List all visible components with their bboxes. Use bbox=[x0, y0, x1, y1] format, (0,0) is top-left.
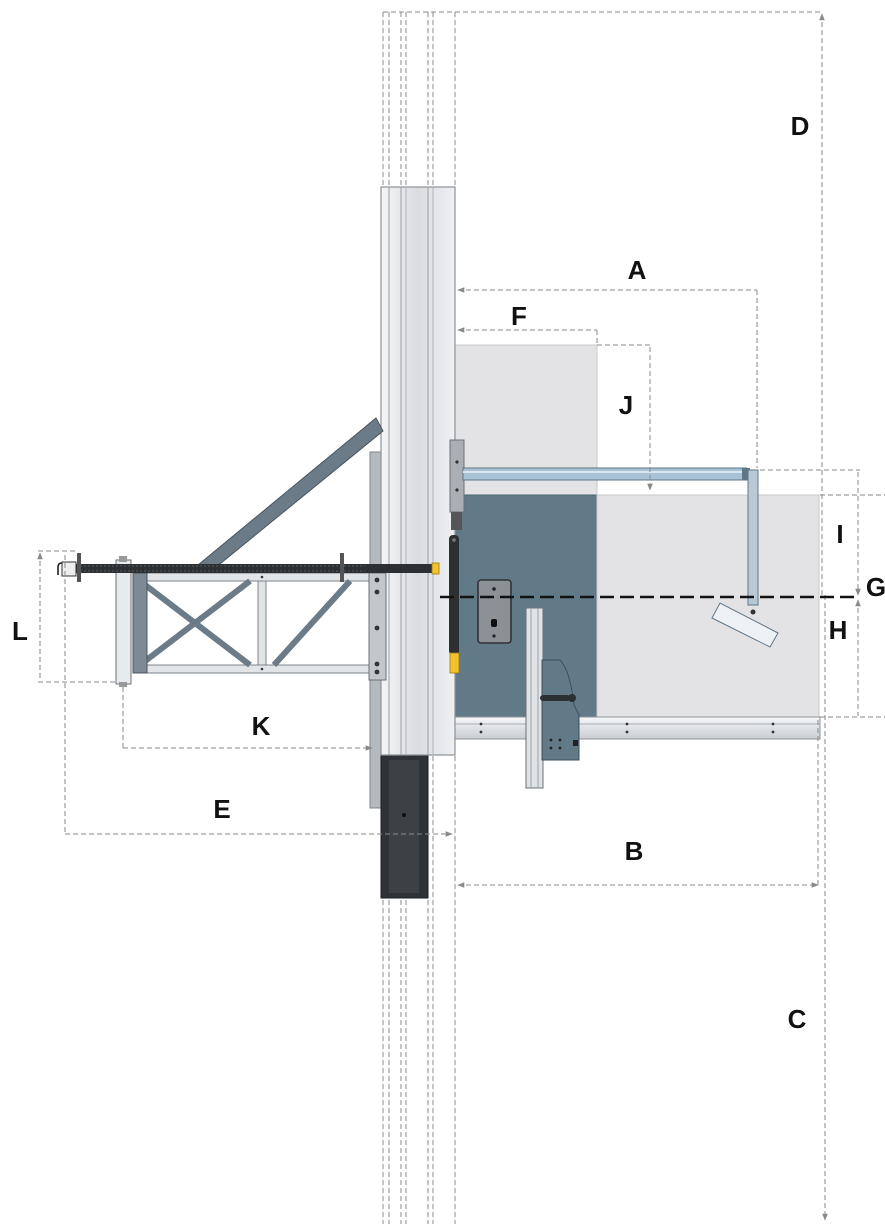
label-f: F bbox=[511, 301, 527, 331]
dimension-k bbox=[122, 687, 373, 751]
fence-beam bbox=[68, 564, 438, 573]
label-i: I bbox=[836, 519, 843, 549]
truss-end-post bbox=[115, 559, 132, 685]
label-k: K bbox=[252, 711, 271, 741]
dimension-c-d bbox=[819, 13, 828, 1221]
crosscut-arm bbox=[462, 467, 748, 481]
angle-fence-foot bbox=[711, 602, 779, 648]
fence-bar bbox=[454, 716, 821, 740]
dimension-a bbox=[457, 287, 758, 468]
dimension-f bbox=[457, 327, 598, 345]
label-b: B bbox=[625, 836, 644, 866]
dimension-i-h bbox=[760, 469, 885, 718]
angle-fence-arm bbox=[747, 469, 759, 606]
label-h: H bbox=[829, 615, 848, 645]
label-c: C bbox=[788, 1004, 807, 1034]
label-d: D bbox=[791, 111, 810, 141]
clamp-rod bbox=[449, 535, 459, 655]
label-g: G bbox=[866, 572, 885, 602]
dimension-e bbox=[64, 555, 453, 837]
label-j: J bbox=[619, 390, 633, 420]
main-rail bbox=[380, 186, 456, 756]
clamp-housing bbox=[541, 659, 580, 761]
dimension-l bbox=[37, 550, 118, 683]
dimension-b bbox=[457, 720, 819, 888]
truss-frame bbox=[132, 572, 372, 674]
diagonal-strut bbox=[197, 417, 384, 573]
slider-block-top bbox=[449, 439, 465, 513]
fence-screws bbox=[479, 722, 775, 734]
dimension-j bbox=[597, 344, 653, 491]
extension-table-panel bbox=[596, 494, 820, 721]
label-a: A bbox=[628, 255, 647, 285]
label-e: E bbox=[213, 794, 230, 824]
label-l: L bbox=[12, 616, 28, 646]
